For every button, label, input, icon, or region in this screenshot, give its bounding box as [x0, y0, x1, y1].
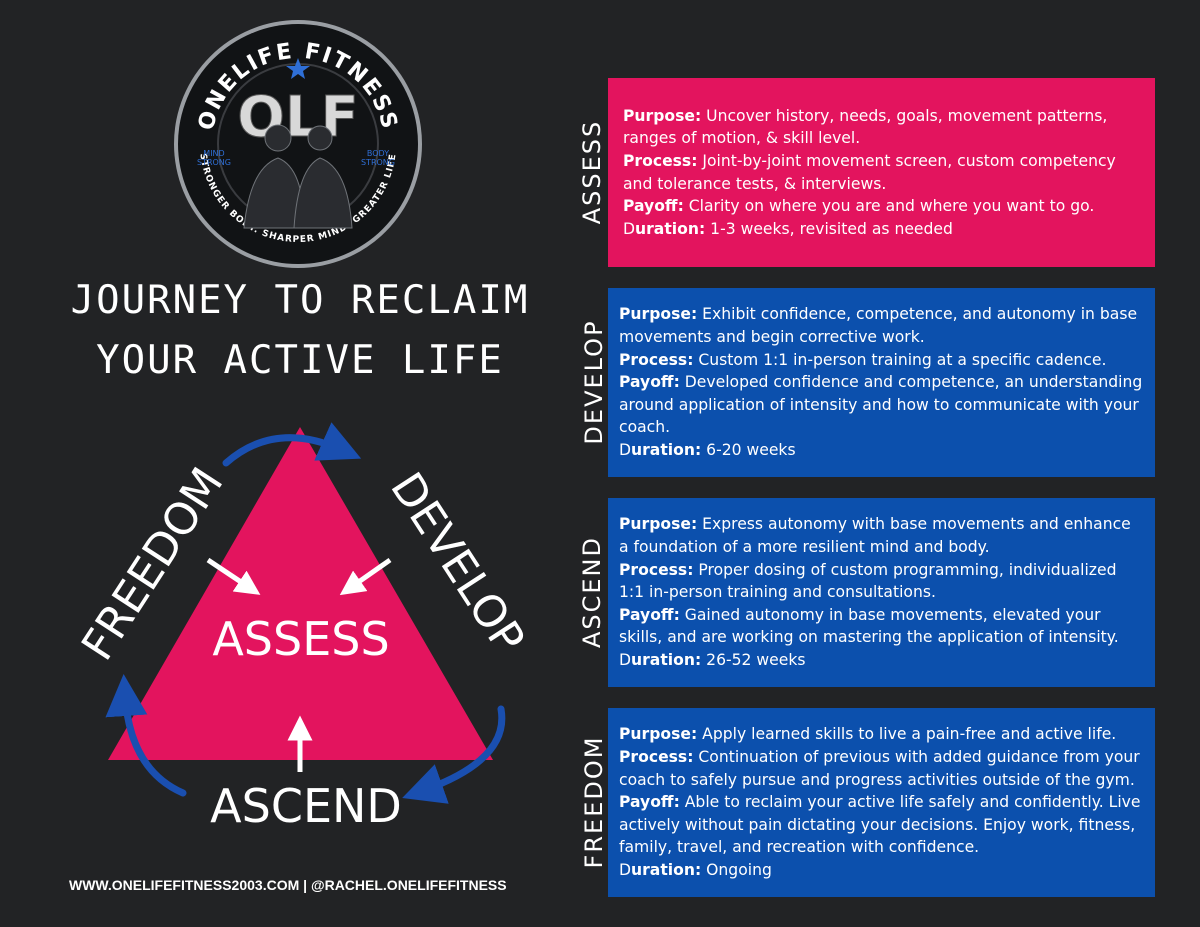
purpose-label: Purpose:: [619, 305, 698, 324]
duration-text: 1-3 weeks, revisited as needed: [705, 219, 953, 238]
payoff-text: Developed confidence and competence, an …: [619, 373, 1143, 437]
cycle-arrow-top: [222, 422, 362, 467]
cycle-arrow-right: [402, 705, 506, 804]
soldier-and-medic-silhouette: [243, 124, 353, 229]
duration-initial: D: [619, 650, 632, 669]
diagram-center-label: ASSESS: [212, 612, 389, 666]
duration-label: uration:: [631, 650, 702, 669]
stage-label-develop: DEVELOP: [580, 319, 608, 445]
process-text: Custom 1:1 in-person training at a speci…: [693, 350, 1107, 369]
duration-initial: D: [623, 219, 636, 238]
footer-website-handle[interactable]: WWW.ONELIFEFITNESS2003.COM | @RACHEL.ONE…: [69, 877, 507, 893]
logo-monogram: OLF: [237, 85, 359, 150]
duration-initial: D: [619, 440, 632, 459]
process-label: Process:: [619, 350, 694, 369]
stage-card-develop: Purpose: Exhibit confidence, competence,…: [608, 288, 1155, 477]
logo-right-tag-2: STRONG: [361, 158, 395, 167]
purpose-text: Express autonomy with base movements and…: [619, 515, 1131, 557]
stage-card-freedom: Purpose: Apply learned skills to live a …: [608, 708, 1155, 897]
payoff-text: Gained autonomy in base movements, eleva…: [619, 605, 1119, 647]
process-text: Continuation of previous with added guid…: [619, 748, 1140, 789]
onelife-fitness-logo: ONELIFE FITNESS STRONGER BODY. SHARPER M…: [174, 20, 422, 268]
stage-card-ascend: Purpose: Express autonomy with base move…: [608, 498, 1155, 687]
purpose-text: Uncover history, needs, goals, movement …: [623, 106, 1108, 148]
duration-text: 6-20 weeks: [701, 440, 796, 459]
purpose-label: Purpose:: [619, 725, 698, 744]
duration-label: uration:: [635, 219, 706, 238]
journey-triangle-diagram: ASSESS ASCEND FREEDOM DEVELOP: [72, 422, 534, 833]
stage-card-assess: Purpose: Uncover history, needs, goals, …: [608, 78, 1155, 267]
logo-left-tag-1: MIND: [203, 149, 224, 158]
duration-text: Ongoing: [701, 860, 772, 879]
payoff-label: Payoff:: [619, 793, 680, 812]
duration-text: 26-52 weeks: [701, 650, 806, 669]
star-icon: [286, 58, 310, 79]
assess-triangle: [108, 427, 493, 760]
payoff-text: Clarity on where you are and where you w…: [683, 197, 1095, 216]
payoff-label: Payoff:: [623, 197, 684, 216]
title-line-1: JOURNEY TO RECLAIM: [70, 278, 530, 323]
process-label: Process:: [619, 748, 694, 767]
payoff-label: Payoff:: [619, 373, 680, 392]
stage-label-assess: ASSESS: [578, 119, 606, 225]
purpose-label: Purpose:: [619, 515, 698, 534]
purpose-text: Apply learned skills to live a pain-free…: [697, 725, 1117, 744]
pointer-arrow-right: [339, 557, 392, 596]
process-label: Process:: [623, 151, 698, 170]
process-text: Joint-by-joint movement screen, custom c…: [623, 151, 1116, 193]
process-label: Process:: [619, 560, 694, 579]
purpose-label: Purpose:: [623, 106, 702, 125]
duration-label: uration:: [631, 860, 702, 879]
pointer-arrow-left: [206, 557, 261, 595]
title-line-2: YOUR ACTIVE LIFE: [96, 338, 504, 383]
logo-left-tag-2: STRONG: [197, 158, 231, 167]
diagram-bottom-label: ASCEND: [210, 779, 402, 833]
cycle-arrow-left: [105, 674, 187, 797]
duration-label: uration:: [631, 440, 702, 459]
stage-label-ascend: ASCEND: [578, 536, 606, 649]
payoff-label: Payoff:: [619, 605, 680, 624]
stage-label-freedom: FREEDOM: [580, 735, 608, 869]
payoff-text: Able to reclaim your active life safely …: [619, 793, 1141, 857]
process-text: Proper dosing of custom programming, ind…: [619, 560, 1117, 602]
logo-right-tag-1: BODY: [367, 149, 389, 158]
duration-initial: D: [619, 860, 632, 879]
purpose-text: Exhibit confidence, competence, and auto…: [619, 305, 1138, 347]
